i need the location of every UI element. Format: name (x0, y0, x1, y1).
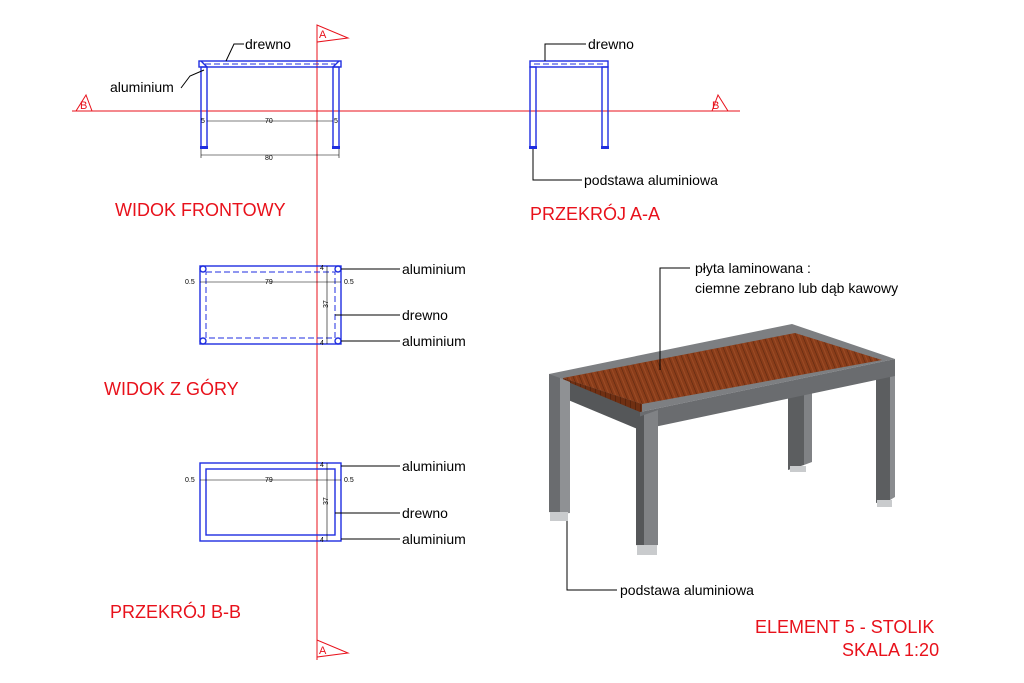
label-front-aluminium: aluminium (110, 79, 174, 95)
dim-top-edge-right: 0.5 (344, 279, 354, 286)
dim-front-overall: 80 (265, 155, 273, 162)
top-view: 0.5 79 0.5 4 37 4 aluminium drewno alumi… (185, 261, 466, 349)
front-view: 5 70 5 80 drewno aluminium (110, 36, 342, 162)
title-element: ELEMENT 5 - STOLIK (755, 617, 934, 637)
section-mark-a-top: A (319, 29, 327, 41)
table-3d-render: płyta laminowana : ciemne zebrano lub dą… (549, 260, 898, 598)
label-aa-podstawa: podstawa aluminiowa (584, 172, 718, 188)
label-3d-podstawa: podstawa aluminiowa (620, 582, 754, 598)
dim-front-inner: 70 (265, 118, 273, 125)
section-mark-b-right: B (712, 100, 719, 112)
section-bb-view: 0.5 79 0.5 4 37 4 aluminium drewno alumi… (185, 458, 466, 547)
title-front-view: WIDOK FRONTOWY (115, 200, 286, 220)
dim-top-frame-lower: 4 (320, 340, 324, 347)
label-top-aluminium-upper: aluminium (402, 261, 466, 277)
section-mark-b-left: B (80, 100, 87, 112)
label-top-drewno: drewno (402, 307, 448, 323)
dim-bb-frame-lower: 4 (320, 537, 324, 544)
label-plyta-line1: płyta laminowana : (695, 260, 811, 276)
label-bb-aluminium-lower: aluminium (402, 531, 466, 547)
dim-bb-inner: 79 (265, 477, 273, 484)
title-section-aa: PRZEKRÓJ A-A (530, 203, 660, 224)
dim-front-leg-right: 5 (334, 118, 338, 125)
title-scale: SKALA 1:20 (842, 640, 939, 660)
dim-bb-depth: 37 (323, 497, 330, 505)
section-line-a: A A (316, 24, 350, 660)
label-bb-aluminium-upper: aluminium (402, 458, 466, 474)
dim-top-depth: 37 (323, 300, 330, 308)
table-leg-back-left (788, 386, 812, 472)
section-mark-a-bottom: A (319, 645, 327, 657)
dim-bb-edge-right: 0.5 (344, 477, 354, 484)
table-wood-top (563, 333, 882, 404)
dim-top-edge-left: 0.5 (185, 279, 195, 286)
table-leg-front-left (549, 374, 570, 521)
label-top-aluminium-lower: aluminium (402, 333, 466, 349)
dim-bb-frame-upper: 4 (320, 462, 324, 469)
section-aa-view: drewno podstawa aluminiowa (529, 36, 718, 188)
table-leg-front-right (636, 410, 658, 555)
section-line-b: B B (72, 93, 740, 112)
dim-bb-edge-left: 0.5 (185, 477, 195, 484)
label-bb-drewno: drewno (402, 505, 448, 521)
dim-top-inner: 79 (265, 279, 273, 286)
table-leg-back-right (876, 360, 895, 507)
label-front-drewno: drewno (245, 36, 291, 52)
label-plyta-line2: ciemne zebrano lub dąb kawowy (695, 280, 898, 296)
dim-front-leg-left: 5 (201, 118, 205, 125)
dim-top-frame-upper: 4 (320, 265, 324, 272)
label-aa-drewno: drewno (588, 36, 634, 52)
title-section-bb: PRZEKRÓJ B-B (110, 601, 241, 622)
title-top-view: WIDOK Z GÓRY (104, 378, 239, 399)
